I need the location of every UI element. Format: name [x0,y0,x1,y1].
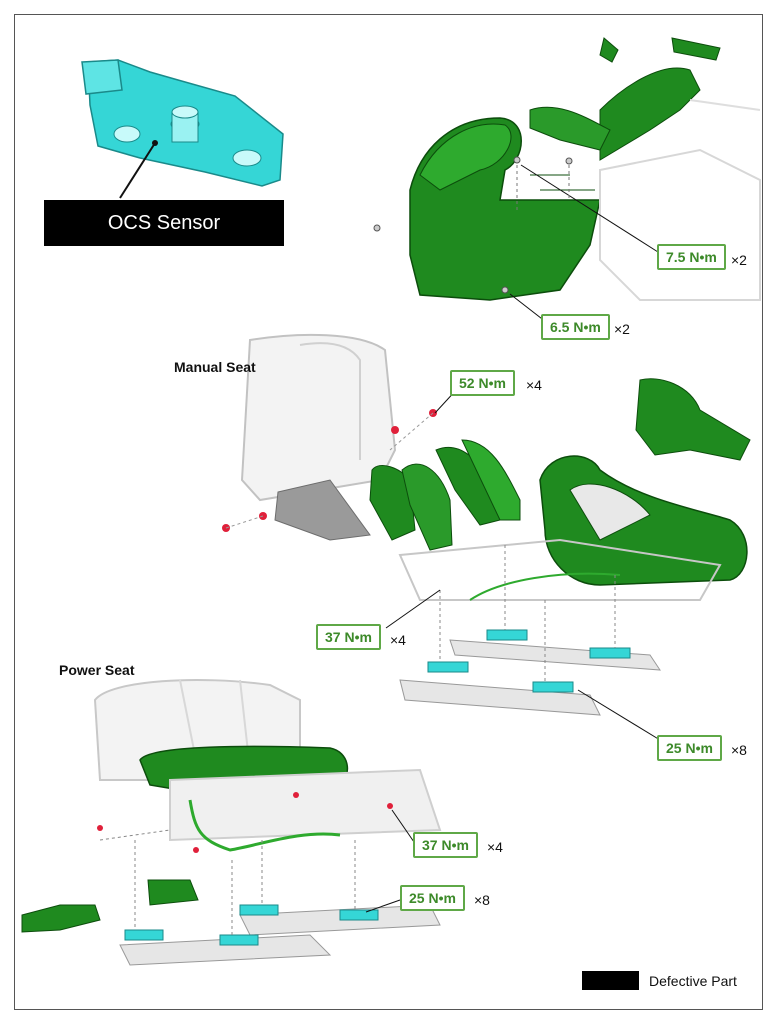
torque-qty-52: ×4 [526,377,542,393]
power-seat-assembly [21,679,442,966]
defective-part-legend-label: Defective Part [649,973,737,989]
defective-part-legend-swatch [582,971,639,990]
torque-qty-6-5: ×2 [614,321,630,337]
torque-qty-7-5: ×2 [731,252,747,268]
torque-callout-37-manual: 37 N•m [316,624,381,650]
torque-callout-6-5: 6.5 N•m [541,314,610,340]
ocs-sensor-label: OCS Sensor [44,200,284,246]
ocs-sensor-illustration [81,59,284,199]
torque-qty-25-power: ×8 [474,892,490,908]
torque-qty-25-manual: ×8 [731,742,747,758]
torque-callout-25-power: 25 N•m [400,885,465,911]
torque-callout-52: 52 N•m [450,370,515,396]
manual-seat-assembly [222,333,751,741]
torque-qty-37-manual: ×4 [390,632,406,648]
console-assembly [373,37,761,323]
torque-callout-25-manual: 25 N•m [657,735,722,761]
torque-callout-37-power: 37 N•m [413,832,478,858]
manual-seat-title: Manual Seat [174,359,256,375]
power-seat-title: Power Seat [59,662,135,678]
torque-qty-37-power: ×4 [487,839,503,855]
torque-callout-7-5: 7.5 N•m [657,244,726,270]
